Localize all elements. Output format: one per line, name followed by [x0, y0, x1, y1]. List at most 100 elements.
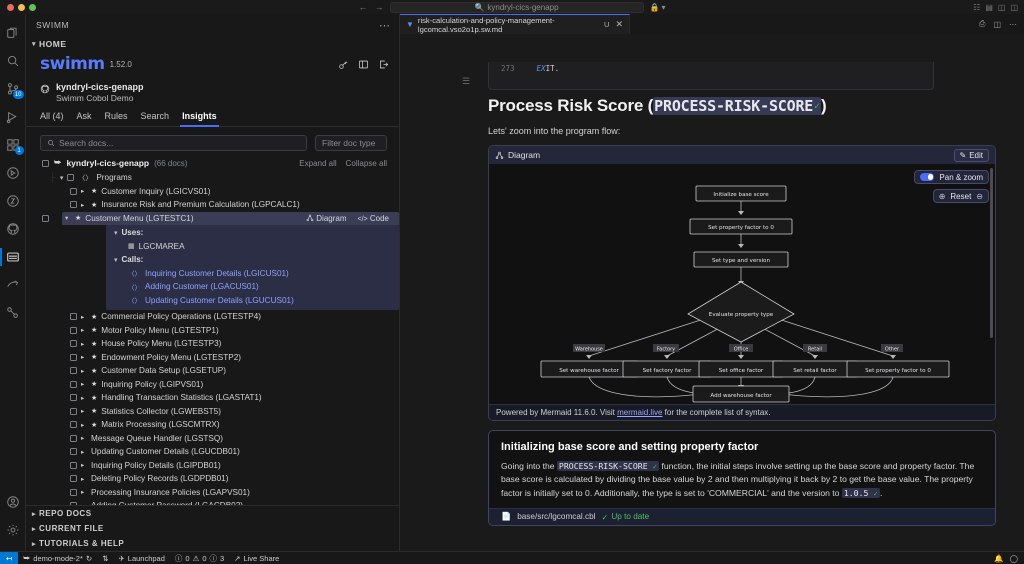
- item-checkbox[interactable]: [70, 353, 77, 361]
- activity-explorer[interactable]: [0, 20, 26, 46]
- code-action-button[interactable]: </> Code: [358, 214, 389, 223]
- expand-all-button[interactable]: Expand all: [299, 158, 337, 168]
- section-current-file[interactable]: ▸ CURRENT FILE: [26, 521, 399, 536]
- minimize-window-button[interactable]: [18, 3, 25, 11]
- item-checkbox[interactable]: [70, 380, 77, 388]
- activity-accounts[interactable]: [0, 489, 26, 515]
- back-icon[interactable]: ←: [358, 2, 368, 12]
- panel-bottom-icon[interactable]: ◫: [997, 2, 1006, 12]
- chevron-right-icon[interactable]: ▸: [81, 394, 85, 402]
- activity-remote[interactable]: [0, 160, 26, 186]
- chevron-right-icon[interactable]: ▸: [81, 421, 85, 429]
- tree-item-12[interactable]: ▸Message Queue Handler (LGSTSQ): [26, 432, 399, 446]
- layout-icon[interactable]: [358, 59, 369, 70]
- chevron-right-icon[interactable]: ▸: [81, 201, 85, 209]
- chevron-right-icon[interactable]: ▸: [81, 381, 85, 389]
- tree-item-4[interactable]: ▸★Motor Policy Menu (LGTESTP1): [26, 324, 399, 338]
- chevron-right-icon[interactable]: ▸: [81, 448, 85, 456]
- activity-graph[interactable]: [0, 300, 26, 326]
- key-icon[interactable]: [338, 59, 349, 70]
- maximize-window-button[interactable]: [29, 3, 36, 11]
- item-checkbox[interactable]: [70, 187, 77, 195]
- circle-icon[interactable]: ◯: [1009, 553, 1018, 563]
- item-checkbox[interactable]: [70, 407, 77, 415]
- zoom-in-icon[interactable]: ⊕: [938, 191, 946, 201]
- nav-buttons[interactable]: ← →: [359, 2, 384, 12]
- collapse-all-button[interactable]: Collapse all: [345, 158, 387, 168]
- section-repo-docs[interactable]: ▸ REPO DOCS: [26, 506, 399, 521]
- diagram-canvas[interactable]: Initialize base score Set property facto…: [489, 164, 995, 404]
- tree-item-7[interactable]: ▸★Customer Data Setup (LGSETUP): [26, 364, 399, 378]
- tab-rules[interactable]: Rules: [104, 111, 128, 121]
- item-checkbox[interactable]: [70, 434, 77, 442]
- edit-diagram-button[interactable]: ✎ Edit: [953, 148, 989, 162]
- sign-out-icon[interactable]: [378, 59, 389, 70]
- group-checkbox[interactable]: [67, 174, 75, 182]
- window-controls[interactable]: [0, 3, 36, 11]
- tree-root-row[interactable]: ⮩ kyndryl-cics-genapp (66 docs) Expand a…: [26, 155, 399, 170]
- calls-item-label[interactable]: Updating Customer Details (LGUCUS01): [145, 295, 294, 305]
- activity-search[interactable]: [0, 48, 26, 74]
- launchpad-button[interactable]: ✈ Launchpad: [113, 554, 169, 563]
- item-checkbox[interactable]: [70, 488, 77, 496]
- tree-item-0[interactable]: ▸ ★ Customer Inquiry (LGICVS01): [26, 185, 399, 199]
- tree-item-10[interactable]: ▸★Statistics Collector (LGWEBST5): [26, 405, 399, 419]
- activity-settings[interactable]: [0, 517, 26, 543]
- tree-group-programs[interactable]: ├ ▾ 〈〉 Programs: [26, 171, 399, 185]
- item-checkbox[interactable]: [70, 201, 77, 209]
- section-home[interactable]: ▾ HOME: [26, 36, 399, 52]
- calls-group[interactable]: ▾ Calls:: [106, 253, 399, 267]
- tree-item-11[interactable]: ▸★Matrix Processing (LGSCMTRX): [26, 418, 399, 432]
- calls-item-2[interactable]: 〈〉 Updating Customer Details (LGUCUS01): [106, 294, 399, 308]
- chevron-right-icon[interactable]: ▸: [81, 489, 85, 497]
- tree-item-15[interactable]: ▸Deleting Policy Records (LGDPDB01): [26, 472, 399, 486]
- bell-icon[interactable]: 🔔: [994, 553, 1004, 563]
- tab-ask[interactable]: Ask: [76, 111, 92, 121]
- zoom-out-icon[interactable]: ⊖: [976, 191, 983, 201]
- item-checkbox[interactable]: [70, 367, 77, 375]
- uses-item-0[interactable]: ▦ LGCMAREA: [106, 240, 399, 254]
- sidebar-left-icon[interactable]: ▤: [985, 2, 993, 12]
- problems-indicator[interactable]: ⓘ 0 ⚠ 0 ⓘ 3: [170, 553, 229, 564]
- item-checkbox[interactable]: [70, 502, 77, 505]
- chevron-right-icon[interactable]: ▸: [81, 408, 85, 416]
- activity-swimm[interactable]: [0, 244, 26, 270]
- reset-label[interactable]: Reset: [950, 191, 972, 201]
- remote-indicator[interactable]: ↤: [0, 551, 19, 564]
- item-checkbox[interactable]: [42, 214, 49, 222]
- chevron-right-icon[interactable]: ▸: [81, 502, 87, 505]
- tree-item-3[interactable]: ▸★Commercial Policy Operations (LGTESTP4…: [26, 310, 399, 324]
- toggle-switch[interactable]: [920, 173, 935, 181]
- tree-item-9[interactable]: ▸★Handling Transaction Statistics (LGAST…: [26, 391, 399, 405]
- uses-group[interactable]: ▾ Uses:: [106, 226, 399, 240]
- tab-all[interactable]: All (4): [40, 111, 64, 121]
- chevron-right-icon[interactable]: ▸: [81, 435, 85, 443]
- outline-icon[interactable]: ☰: [462, 76, 471, 86]
- layout-icon[interactable]: ◫: [993, 19, 1001, 29]
- item-checkbox[interactable]: [70, 340, 77, 348]
- item-checkbox[interactable]: [70, 475, 77, 483]
- tree-item-13[interactable]: ▸Updating Customer Details (LGUCDB01): [26, 445, 399, 459]
- customize-layout-icon[interactable]: ☷: [973, 2, 981, 12]
- info-panel-file-bar[interactable]: 📄 base/src/lgcomcal.cbl ✓ Up to date: [489, 507, 995, 525]
- chevron-right-icon[interactable]: ▸: [81, 340, 85, 348]
- workspace-trust-button[interactable]: 🔒▾: [650, 3, 666, 12]
- sidebar-right-icon[interactable]: ◫: [1010, 2, 1018, 12]
- tree-item-1[interactable]: ▸ ★ Insurance Risk and Premium Calculati…: [26, 198, 399, 212]
- activity-testing[interactable]: [0, 188, 26, 214]
- sync-icon[interactable]: ↻: [85, 553, 93, 563]
- ellipsis-icon[interactable]: ⋯: [379, 19, 391, 32]
- activity-extensions[interactable]: 1: [0, 132, 26, 158]
- calls-item-0[interactable]: 〈〉 Inquiring Customer Details (LGICUS01): [106, 267, 399, 281]
- chevron-right-icon[interactable]: ▸: [81, 188, 85, 196]
- calls-item-label[interactable]: Inquiring Customer Details (LGICUS01): [145, 268, 289, 278]
- tab-search[interactable]: Search: [140, 111, 170, 121]
- chevron-right-icon[interactable]: ▸: [81, 367, 85, 375]
- item-checkbox[interactable]: [70, 326, 77, 334]
- layout-controls[interactable]: ☷ ▤ ◫ ◫: [973, 3, 1018, 12]
- more-icon[interactable]: ⋯: [1009, 19, 1017, 29]
- search-input[interactable]: Search docs...: [40, 135, 307, 151]
- tree-item-14[interactable]: ▸Inquiring Policy Details (LGIPDB01): [26, 459, 399, 473]
- item-checkbox[interactable]: [70, 421, 77, 429]
- item-checkbox[interactable]: [70, 313, 77, 321]
